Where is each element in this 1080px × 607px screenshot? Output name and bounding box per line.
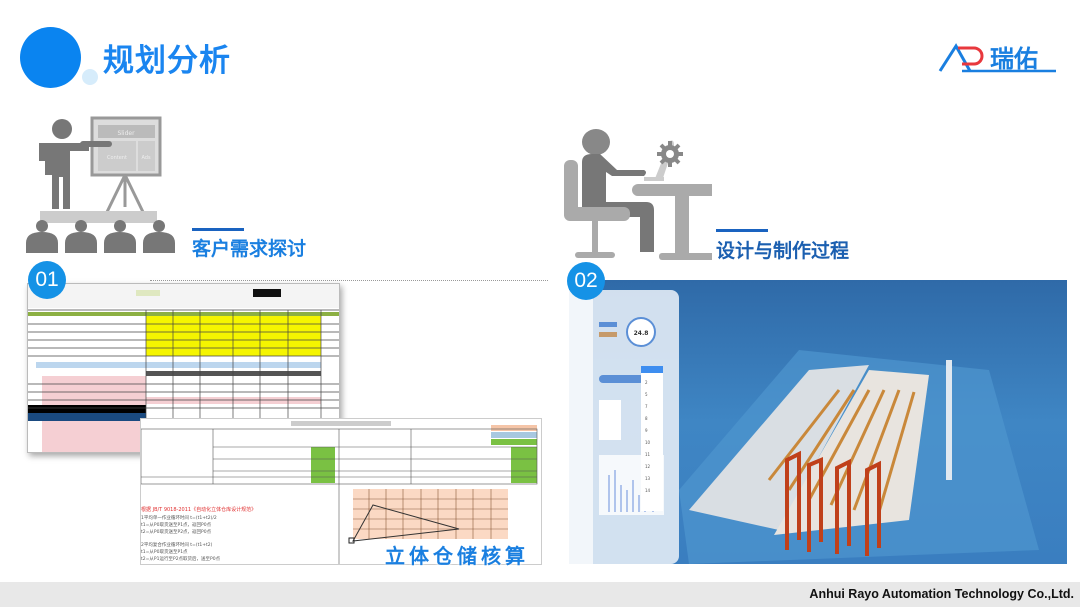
designer-at-desk-icon (564, 129, 712, 260)
storage-calculation-sheet: 根据 JB/T 9018-2011《自动化立体仓库设计规范》 1平均单一作业循环… (140, 418, 542, 565)
section-2-badge: 02 (567, 262, 605, 300)
subtitle-underline (716, 229, 768, 232)
page-title: 规划分析 (103, 43, 231, 79)
board-label: Slider (117, 130, 135, 137)
dropdown-list[interactable] (641, 366, 663, 511)
decor-circle-large (20, 27, 81, 88)
divider-dotted (150, 280, 548, 281)
section-1-badge: 01 (28, 261, 66, 299)
dropdown-option[interactable]: 13 (645, 476, 651, 481)
storage-calculation-label: 立体仓储核算 (385, 544, 529, 568)
presenter-icon: Slider Content Ads (26, 116, 175, 253)
warehouse-3d-simulation: 24.8 2 5 7 8 9 10 11 12 13 14 (569, 280, 1067, 564)
svg-text:1平均单一作业循环时间 t=(t1+t2)/2: 1平均单一作业循环时间 t=(t1+t2)/2 (141, 514, 217, 521)
section-1-subtitle: 客户需求探讨 (192, 238, 307, 260)
gauge (626, 317, 656, 347)
subtitle-underline (192, 228, 244, 231)
dropdown-option[interactable]: 7 (645, 404, 648, 409)
section-2-subtitle: 设计与制作过程 (716, 240, 850, 262)
svg-text:2平均复合作业循环时间 t=(t1+t2): 2平均复合作业循环时间 t=(t1+t2) (141, 541, 213, 548)
svg-text:t1=从P0取货送至P1点: t1=从P0取货送至P1点 (141, 548, 188, 555)
decor-circle-small (82, 69, 98, 85)
company-logo: 瑞佑 (938, 43, 1056, 73)
company-name: Anhui Rayo Automation Technology Co.,Ltd… (809, 587, 1074, 601)
gauge-value: 24.8 (634, 330, 649, 337)
footer-bar: Anhui Rayo Automation Technology Co.,Ltd… (0, 582, 1080, 607)
board-label: Content (107, 155, 127, 161)
dropdown-option[interactable]: 5 (645, 392, 648, 397)
dropdown-option[interactable]: 9 (645, 428, 648, 433)
dropdown-option[interactable]: 11 (645, 452, 651, 457)
board-label: Ads (141, 155, 151, 161)
dropdown-option[interactable]: 12 (645, 464, 651, 469)
svg-text:t2=从P0取货送至P2点，返回P0点: t2=从P0取货送至P2点，返回P0点 (141, 528, 212, 535)
dropdown-option[interactable]: 10 (645, 440, 651, 445)
svg-text:t1=从P0取货送至P1点，返回P0点: t1=从P0取货送至P1点，返回P0点 (141, 521, 212, 528)
dropdown-option[interactable]: 2 (645, 380, 648, 385)
svg-text:根据 JB/T 9018-2011《自动化立体仓库设计规范》: 根据 JB/T 9018-2011《自动化立体仓库设计规范》 (141, 506, 256, 513)
dropdown-option[interactable]: 8 (645, 416, 648, 421)
svg-text:瑞佑: 瑞佑 (990, 45, 1038, 73)
dropdown-option[interactable]: 14 (645, 488, 651, 493)
svg-text:t2=从P1运行至P2点取货后，送至P0点: t2=从P1运行至P2点取货后，送至P0点 (141, 555, 221, 562)
